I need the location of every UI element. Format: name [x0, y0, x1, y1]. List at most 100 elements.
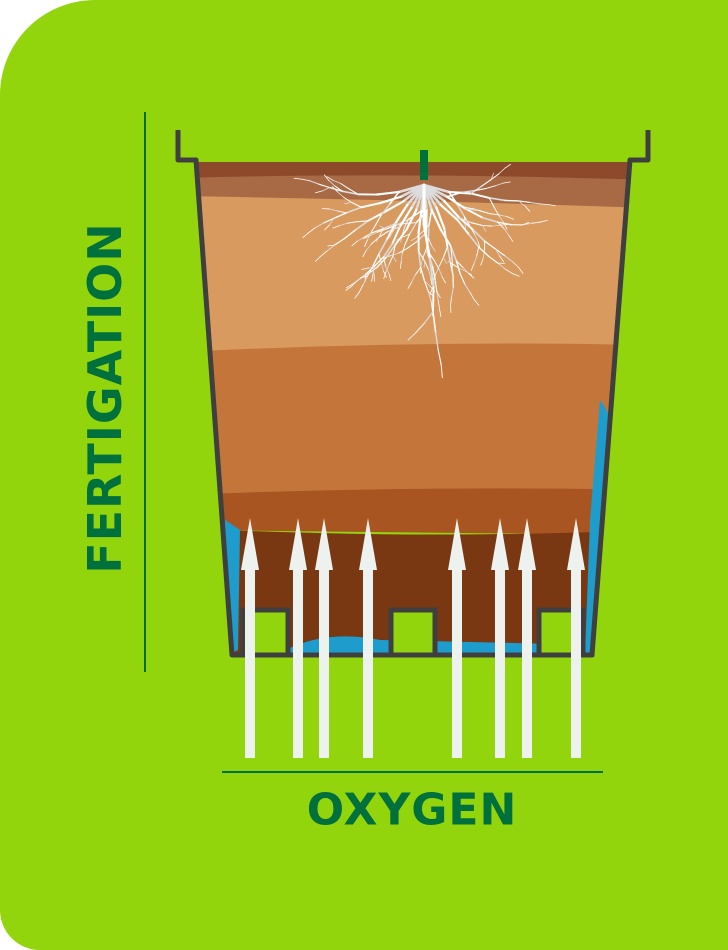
root	[437, 349, 442, 366]
root	[406, 241, 417, 249]
pot-outline	[175, 130, 651, 658]
root	[455, 260, 464, 269]
root	[499, 224, 508, 226]
root	[293, 177, 302, 180]
root	[490, 172, 494, 180]
root	[508, 235, 514, 242]
root	[441, 276, 446, 284]
root	[411, 274, 416, 283]
root	[423, 280, 431, 287]
root	[356, 236, 365, 242]
root	[375, 235, 380, 243]
root	[392, 255, 397, 263]
root	[377, 231, 389, 239]
root	[383, 200, 405, 214]
root	[388, 273, 392, 281]
root	[385, 266, 390, 275]
root	[365, 243, 372, 252]
root	[391, 225, 401, 245]
root	[439, 203, 459, 221]
root	[360, 275, 368, 279]
root	[428, 238, 433, 247]
fertigation-label: FERTIGATION	[78, 222, 132, 574]
root	[434, 279, 438, 293]
root	[334, 185, 344, 192]
root	[382, 222, 396, 230]
root	[314, 222, 324, 229]
root	[363, 232, 374, 238]
root	[407, 282, 412, 289]
root	[383, 256, 387, 267]
root	[420, 257, 424, 267]
oxygen-arrow	[518, 518, 536, 758]
root	[461, 189, 476, 193]
root	[385, 264, 390, 273]
root	[468, 273, 475, 279]
root	[320, 250, 328, 257]
root	[524, 205, 531, 212]
root	[394, 228, 408, 246]
root	[375, 214, 382, 226]
root	[466, 207, 475, 210]
pot-foot	[388, 607, 438, 658]
root	[399, 261, 402, 269]
root	[321, 187, 330, 192]
root	[341, 190, 360, 196]
root	[488, 197, 506, 202]
root	[334, 238, 345, 246]
root	[469, 292, 475, 301]
root	[336, 210, 347, 214]
root	[371, 274, 374, 282]
root	[481, 216, 499, 223]
root	[307, 227, 316, 234]
root	[300, 178, 310, 182]
plant-stem	[420, 150, 428, 180]
root	[504, 228, 510, 237]
root	[480, 258, 484, 266]
root	[529, 201, 541, 205]
root	[456, 218, 470, 236]
root	[408, 221, 418, 235]
root	[449, 245, 458, 262]
root	[427, 290, 434, 297]
root	[497, 221, 505, 230]
oxygen-arrow	[448, 518, 466, 758]
root	[400, 253, 403, 263]
root	[422, 223, 432, 260]
root	[423, 279, 429, 292]
root	[472, 229, 486, 242]
root	[371, 228, 384, 234]
root	[512, 273, 520, 277]
root	[346, 221, 358, 224]
root	[464, 283, 471, 294]
root	[362, 235, 370, 240]
root	[356, 220, 369, 223]
root	[423, 311, 434, 325]
root	[488, 255, 499, 264]
root	[417, 209, 423, 234]
root	[428, 257, 435, 289]
root	[350, 201, 362, 208]
root	[481, 224, 493, 227]
root	[458, 267, 467, 272]
root	[436, 291, 439, 302]
root	[376, 228, 387, 233]
oxygen-label: OXYGEN	[306, 784, 518, 836]
oxygen-arrow	[491, 518, 509, 758]
root	[427, 290, 432, 302]
root	[366, 265, 374, 277]
root	[425, 249, 429, 257]
root	[417, 250, 422, 269]
root	[468, 233, 480, 248]
root-system	[293, 163, 556, 379]
root	[326, 176, 334, 181]
root	[382, 243, 394, 258]
root	[497, 262, 506, 270]
root	[459, 273, 466, 286]
root	[347, 188, 359, 195]
root	[394, 203, 409, 225]
root	[424, 260, 430, 271]
root	[392, 244, 396, 257]
